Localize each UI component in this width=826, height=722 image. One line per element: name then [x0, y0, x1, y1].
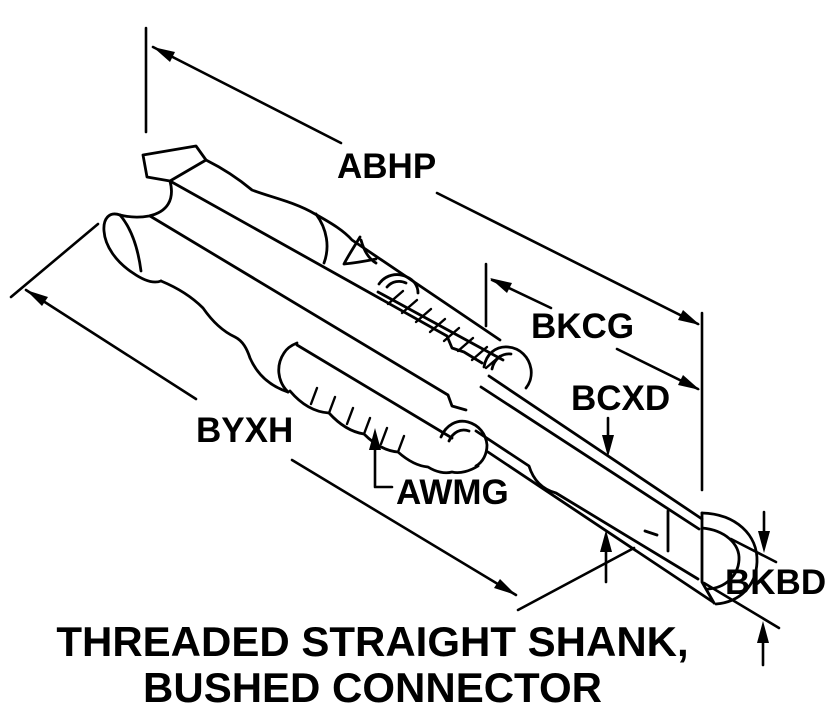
dimension-label-bcxd: BCXD [571, 379, 671, 418]
end-bell-outer-arc [700, 511, 759, 606]
abhp-dim-line [151, 45, 700, 326]
thread-crest-dome [377, 273, 420, 295]
byxh-arrow-right [494, 579, 516, 595]
dimension-label-byxh: BYXH [196, 411, 294, 450]
bkbd-extension-top [729, 537, 778, 564]
trough-seam [643, 509, 670, 553]
front-opening-arc [118, 179, 173, 219]
bcxd-arrow-up [600, 530, 612, 552]
bkbd-arrow-up [757, 621, 769, 643]
lower-thread-band-edge [295, 343, 454, 440]
bkbd-arrow-down [758, 531, 770, 553]
thread-hatch-lower [309, 386, 406, 454]
bcxd-arrow-down [602, 435, 614, 457]
dimension-label-bkbd: BKBD [725, 563, 826, 602]
thread-facet [277, 341, 299, 394]
end-bell-inner-arc [700, 526, 741, 591]
byxh-arrow-left [26, 290, 48, 306]
abhp-arrow-left [153, 47, 175, 62]
front-top-ear [141, 144, 208, 183]
thread-section [277, 235, 533, 475]
tube-near-top-edge [474, 429, 700, 581]
dimension-label-bkcg: BKCG [531, 307, 635, 346]
tube-and-bushing [474, 374, 759, 606]
tube-top-edge [487, 374, 704, 521]
slot-edge-lower [148, 214, 468, 412]
arrowheads [26, 47, 770, 643]
abhp-arrow-right [678, 310, 700, 325]
bkcg-arrow-left [490, 278, 512, 293]
part-outline [102, 144, 502, 412]
awmg-arrow-up [369, 428, 381, 450]
upper-lobe-arc [314, 212, 329, 265]
end-bell-face [700, 511, 716, 605]
front-jaw-inner-edge [118, 213, 143, 273]
upper-silhouette [204, 158, 502, 342]
shoulder-collar-top [482, 345, 533, 390]
tube-inner-edge [479, 385, 701, 531]
thread-start-notch [342, 235, 378, 266]
lower-silhouette [159, 279, 290, 394]
bkbd-extension-bottom [702, 581, 781, 630]
dimension-label-abhp: ABHP [337, 147, 437, 186]
bkcg-arrow-right [678, 375, 700, 390]
front-bottom-ear [102, 212, 163, 284]
figure-caption-line2: BUSHED CONNECTOR [143, 664, 602, 711]
tube-bottom-edge [486, 450, 715, 604]
byxh-extension-left [9, 222, 100, 299]
awmg-leader [373, 445, 394, 489]
dimension-label-awmg: AWMG [396, 473, 509, 512]
upper-thread-band-edge [376, 290, 505, 362]
figure-caption-line1: THREADED STRAIGHT SHANK, [56, 618, 689, 665]
thread-hatch-upper [386, 289, 502, 370]
bcxd-arrow-shafts [604, 416, 610, 584]
slot-edge-upper [168, 179, 484, 365]
byxh-dim-line [24, 288, 518, 597]
byxh-extension-right [516, 546, 636, 612]
shoulder-collar-bottom [439, 419, 489, 468]
